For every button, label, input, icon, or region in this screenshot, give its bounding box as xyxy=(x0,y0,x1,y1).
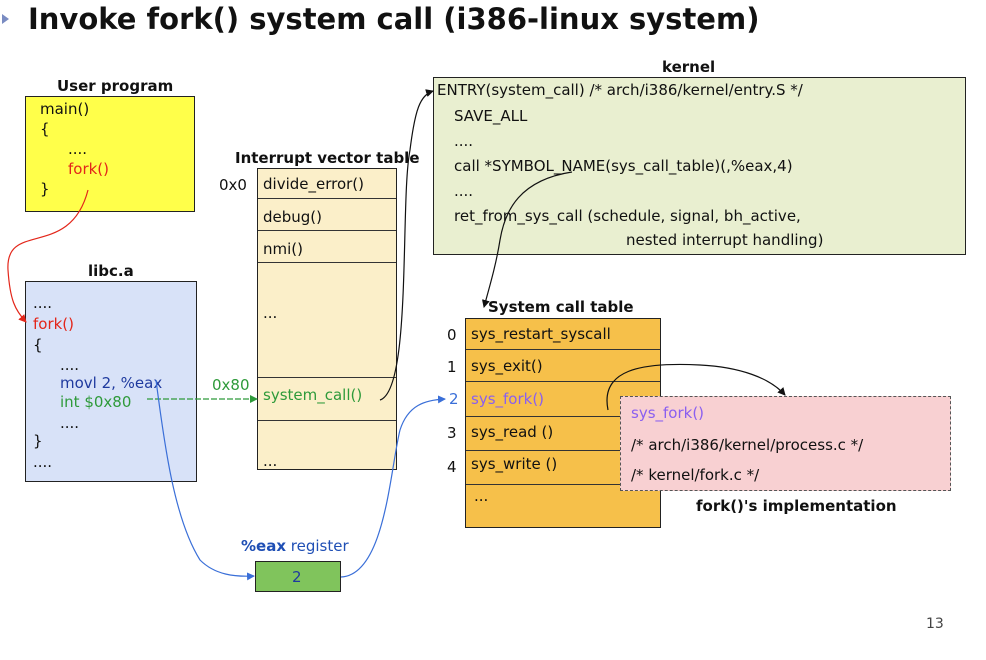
syscall-entry: ... xyxy=(474,487,489,505)
syscall-entry-fork: sys_fork() xyxy=(471,390,545,408)
arrow-movl-to-eax xyxy=(155,379,255,581)
code-line: .... xyxy=(60,356,80,374)
syscall-index: 3 xyxy=(447,424,457,442)
syscall-index: 4 xyxy=(447,458,457,476)
arrow-eax-to-index xyxy=(340,395,446,578)
user-program-label: User program xyxy=(57,77,174,95)
ivt-row: divide_error() xyxy=(258,169,396,199)
bullet-icon xyxy=(2,14,9,24)
libc-label: libc.a xyxy=(88,262,134,280)
code-line-movl: movl 2, %eax xyxy=(60,374,163,392)
code-line: .... xyxy=(33,453,53,471)
syscall-entry: sys_restart_syscall xyxy=(471,325,611,343)
libc-box: .... fork() { .... movl 2, %eax int $0x8… xyxy=(25,281,197,482)
arrow-kernel-to-syscall-table xyxy=(481,171,573,308)
impl-line: /* kernel/fork.c */ xyxy=(631,466,760,484)
syscall-entry: sys_write () xyxy=(471,455,558,473)
implementation-box: sys_fork() /* arch/i386/kernel/process.c… xyxy=(620,396,951,491)
code-line: .... xyxy=(68,140,88,158)
eax-label-rest: register xyxy=(286,537,349,555)
code-line: .... xyxy=(33,294,53,312)
code-line: { xyxy=(33,336,43,354)
kernel-line: SAVE_ALL xyxy=(454,107,528,125)
code-line-fork-def: fork() xyxy=(33,315,75,333)
kernel-line-call: call *SYMBOL_NAME(sys_call_table)(,%eax,… xyxy=(454,157,793,175)
code-line: } xyxy=(40,180,50,198)
syscall-index: 1 xyxy=(447,358,457,376)
syscall-entry: sys_exit() xyxy=(471,357,543,375)
arrow-user-to-libc xyxy=(7,189,89,323)
ivt-row: nmi() xyxy=(258,233,396,263)
eax-register-box: 2 xyxy=(255,561,341,592)
code-line: { xyxy=(40,120,50,138)
ivt-entry: ... xyxy=(263,304,278,322)
kernel-box: ENTRY(system_call) /* arch/i386/kernel/e… xyxy=(433,77,966,255)
arrow-system-call-to-kernel xyxy=(379,89,434,401)
code-line-fork-call: fork() xyxy=(68,160,110,178)
syscall-entry: sys_read () xyxy=(471,423,554,441)
syscall-row-fork: sys_fork() xyxy=(466,382,660,417)
eax-register-value: 2 xyxy=(292,568,302,586)
ivt-label: Interrupt vector table xyxy=(235,149,420,167)
syscall-row: sys_restart_syscall xyxy=(466,319,660,350)
syscall-index-fork: 2 xyxy=(449,390,459,408)
syscall-table-label: System call table xyxy=(488,298,634,316)
ivt-box: divide_error() debug() nmi() ... system_… xyxy=(257,168,397,470)
eax-register-label: %eax register xyxy=(241,537,349,555)
impl-line: /* arch/i386/kernel/process.c */ xyxy=(631,436,864,454)
user-program-box: main() { .... fork() } xyxy=(25,96,195,212)
syscall-row: sys_exit() xyxy=(466,350,660,382)
ivt-row: debug() xyxy=(258,201,396,231)
code-line: main() xyxy=(40,100,90,118)
syscall-row: sys_read () xyxy=(466,417,660,451)
syscall-index: 0 xyxy=(447,326,457,344)
impl-line-sys-fork: sys_fork() xyxy=(631,404,705,422)
slide-title: Invoke fork() system call (i386-linux sy… xyxy=(28,2,760,36)
page-number: 13 xyxy=(926,616,944,632)
code-line-int80: int $0x80 xyxy=(60,393,132,411)
kernel-line: .... xyxy=(454,182,474,200)
ivt-index-0: 0x0 xyxy=(219,176,247,194)
implementation-caption: fork()'s implementation xyxy=(696,497,897,515)
ivt-row-system-call: system_call() xyxy=(258,377,396,421)
kernel-line: ENTRY(system_call) /* arch/i386/kernel/e… xyxy=(437,81,803,99)
arrow-sysfork-to-impl xyxy=(606,363,786,411)
code-line: .... xyxy=(60,414,80,432)
ivt-entry: divide_error() xyxy=(263,175,365,193)
kernel-line: nested interrupt handling) xyxy=(626,231,824,249)
ivt-entry: nmi() xyxy=(263,240,303,258)
code-line: } xyxy=(33,432,43,450)
kernel-label: kernel xyxy=(662,58,716,76)
ivt-entry-system-call: system_call() xyxy=(263,386,363,404)
ivt-entry: debug() xyxy=(263,208,323,226)
eax-label-bold: %eax xyxy=(241,537,286,555)
ivt-index-80: 0x80 xyxy=(212,376,250,394)
kernel-line: ret_from_sys_call (schedule, signal, bh_… xyxy=(454,207,801,225)
syscall-row: sys_write () xyxy=(466,451,660,485)
kernel-line: .... xyxy=(454,132,474,150)
ivt-entry: ... xyxy=(263,452,278,470)
